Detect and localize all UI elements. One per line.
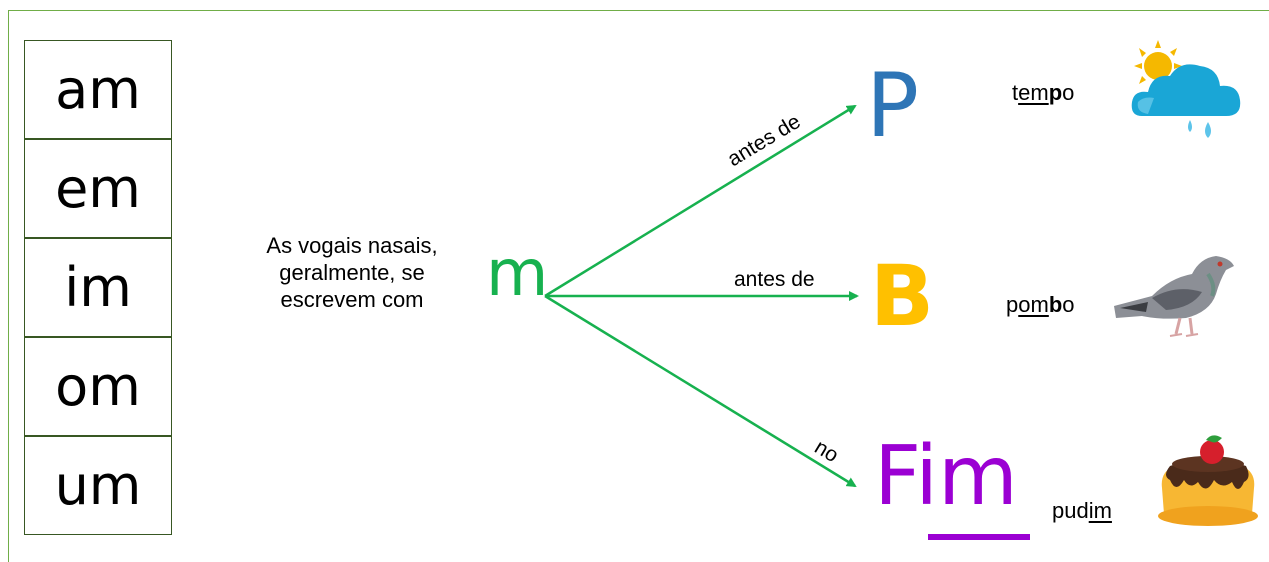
tempo-part-4: o xyxy=(1062,80,1075,105)
syllable-box-om: om xyxy=(24,337,172,436)
pigeon-icon xyxy=(1114,256,1234,337)
page-frame xyxy=(8,10,1269,562)
edge-label-middle: antes de xyxy=(734,268,815,291)
pombo-part-4: o xyxy=(1062,292,1075,317)
rule-text: As vogais nasais, geralmente, se escreve… xyxy=(232,232,472,313)
fim-f: F xyxy=(874,429,916,524)
fim-underline xyxy=(928,534,1030,540)
pudding-icon xyxy=(1158,435,1258,526)
tempo-part-2: em xyxy=(1018,80,1049,105)
pudim-part-2: im xyxy=(1088,498,1112,523)
pombo-part-3: b xyxy=(1048,292,1063,317)
weather-cloud-sun-rain-icon xyxy=(1131,40,1241,138)
letter-p: P xyxy=(866,54,920,157)
fim-im: im xyxy=(915,429,1018,524)
letter-b: B xyxy=(870,247,935,345)
syllable-box-am: am xyxy=(24,40,172,139)
syllable-box-im: im xyxy=(24,238,172,337)
rule-line-2: geralmente, se xyxy=(279,260,425,285)
example-word-pombo: pombo xyxy=(1006,292,1075,318)
pombo-part-1: p xyxy=(1006,292,1019,317)
example-word-tempo: tempo xyxy=(1012,80,1074,106)
arrow-to-p xyxy=(544,104,857,298)
syllable-box-em: em xyxy=(24,139,172,238)
example-word-pudim: pudim xyxy=(1052,498,1112,524)
word-fim: Fim xyxy=(874,436,1018,518)
rule-line-1: As vogais nasais, xyxy=(266,233,438,258)
pombo-part-2: om xyxy=(1018,292,1049,317)
arrow-to-fim xyxy=(544,294,857,488)
center-letter-m: m xyxy=(486,237,549,311)
rule-line-3: escrevem com xyxy=(280,287,424,312)
pudim-part-1: pud xyxy=(1052,498,1089,523)
syllable-box-um: um xyxy=(24,436,172,535)
tempo-part-1: t xyxy=(1012,80,1019,105)
tempo-part-3: p xyxy=(1048,80,1063,105)
